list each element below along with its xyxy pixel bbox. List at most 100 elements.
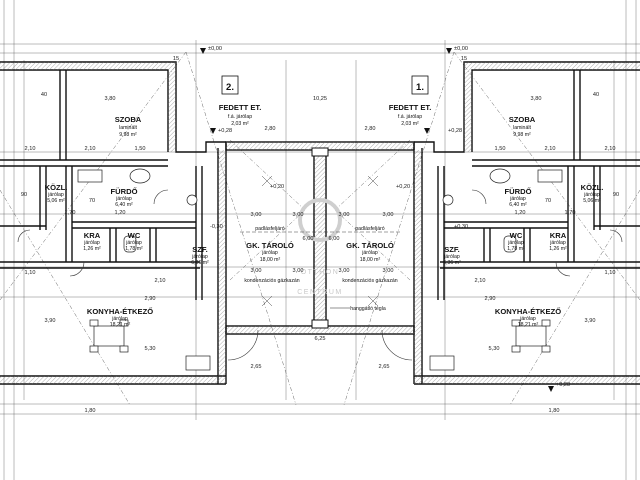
dim-300-a: 3,00 [251,212,262,218]
dim-70-right: 70 [545,198,551,204]
dim-90-left: 90 [21,192,27,198]
dim-top-mid: 10,25 [313,96,327,102]
dim-210-left-b: 2,10 [85,146,96,152]
room-szf-right: SZF. [444,245,460,254]
room-szoba-right-floor: laminált [513,125,531,131]
dim-390-right: 3,90 [585,318,596,324]
room-szf-left-area: 6,36 m² [191,260,209,266]
room-kra-left-area: 1,26 m² [83,246,101,252]
level-028-bottom: +0,28 [556,382,570,388]
dim-290-left: 2,90 [145,296,156,302]
garage-x-markers [261,175,379,307]
party-wall-posts [311,147,329,329]
room-furdo-left: FÜRDŐ [111,187,138,196]
watermark: OTTHON CENTRUM [297,198,343,296]
room-kozl-right-area: 5,06 m² [583,198,601,204]
fedett-1-name: FEDETT ET. [389,103,432,112]
watermark-line-1: OTTHON [301,269,340,276]
room-kozl-left-floor: járólap [47,192,64,198]
dim-210-right: 2,10 [605,146,616,152]
level-0-right: ±0,00 [454,46,468,52]
room-wc-right-floor: járólap [507,240,524,246]
fedett-1-area: 2,03 m² [401,121,419,127]
dim-120-left: 1,20 [115,210,126,216]
dim-210-szf-left: 2,10 [155,278,166,284]
dim-265-right: 2,65 [379,364,390,370]
room-kra-right-floor: járólap [549,240,566,246]
note-padlas-right: padlásfeljáró [355,226,385,232]
room-kra-left: KRA [84,231,101,240]
dim-300-e: 3,00 [251,268,262,274]
dim-290-right: 2,90 [485,296,496,302]
dim-380-left: 3,80 [105,96,116,102]
room-szoba-right-area: 9,98 m² [513,132,531,138]
dim-300-d: 3,00 [383,212,394,218]
room-szoba-left: SZOBA [115,115,142,124]
room-labels: SZOBA laminált 9,98 m² SZOBA laminált 9,… [45,115,604,328]
dim-300-h: 3,00 [383,268,394,274]
level-0-left: ±0,00 [208,46,222,52]
room-szoba-left-area: 9,98 m² [119,132,137,138]
level-028-right: +0,28 [448,128,462,134]
level-020-right: +0,20 [396,184,410,190]
dim-90-right: 90 [613,192,619,198]
dim-180-bottom-left: 1,80 [85,408,96,414]
dim-600-right: 6,00 [329,236,340,242]
room-kozl-left-area: 5,06 m² [47,198,65,204]
room-szf-right-floor: járólap [443,254,460,260]
room-kra-left-floor: járólap [83,240,100,246]
room-konyha-left: KONYHA-ÉTKEZŐ [87,307,153,316]
room-szf-left-floor: járólap [191,254,208,260]
watermark-line-2: CENTRUM [297,289,343,296]
room-garage-left-area: 18,00 m² [260,257,281,263]
dim-300-c: 3,00 [339,212,350,218]
unit-number-1: 1. [416,82,424,93]
level-020-left: +0,20 [270,184,284,190]
dim-625: 6,25 [315,336,326,342]
room-garage-left: GK. TÁROLÓ [246,241,294,250]
room-szf-left: SZF. [192,245,208,254]
level-markers [200,48,554,392]
dim-180-bottom-right: 1,80 [549,408,560,414]
room-szf-right-area: 6,36 m² [443,260,461,266]
room-garage-left-floor: járólap [261,250,278,256]
dim-300-g: 3,00 [339,268,350,274]
level-030-left: -0,30 [210,224,223,230]
dim-380-right: 3,80 [531,96,542,102]
dim-70-left: 70 [89,198,95,204]
room-furdo-right-area: 6,40 m² [509,202,527,208]
room-wc-left-floor: járólap [125,240,142,246]
room-konyha-left-floor: járólap [111,316,128,322]
sanitary-fixtures [77,168,563,371]
room-kozl-right-floor: járólap [583,192,600,198]
room-kozl-right: KÖZL. [581,183,604,192]
dim-600-left: 6,00 [303,236,314,242]
room-furdo-right: FÜRDŐ [505,187,532,196]
room-wc-right: WC [510,231,523,240]
notes: padlásfeljáró padlásfeljáró kondenzációs… [240,226,400,312]
dim-15-left: 15 [173,56,179,62]
unit-number-2: 2. [226,82,234,93]
fedett-2-name: FEDETT ET. [219,103,262,112]
unit-labels: 2. 1. FEDETT ET. f.á. járólap 2,03 m² FE… [219,75,432,127]
door-swings [17,189,623,361]
fedett-1-floor: f.á. járólap [398,114,422,120]
fedett-2-area: 2,03 m² [231,121,249,127]
room-konyha-right-floor: járólap [519,316,536,322]
level-030-right: +0,30 [454,224,468,230]
dim-210-right-b: 2,10 [545,146,556,152]
room-garage-right: GK. TÁROLÓ [346,241,394,250]
dim-40-right: 40 [593,92,599,98]
room-kozl-left: KÖZL. [45,183,68,192]
dim-170-right: 1,70 [565,210,576,216]
room-konyha-left-area: 18,21 m² [110,322,131,328]
dim-280-left: 2,80 [265,126,276,132]
dim-15-right: 15 [461,56,467,62]
dim-530-left: 5,30 [145,346,156,352]
room-wc-right-area: 1,78 m² [507,246,525,252]
dim-280-right: 2,80 [365,126,376,132]
level-028-left: +0,28 [218,128,232,134]
room-wc-left-area: 1,78 m² [125,246,143,252]
room-garage-right-area: 18,00 m² [360,257,381,263]
